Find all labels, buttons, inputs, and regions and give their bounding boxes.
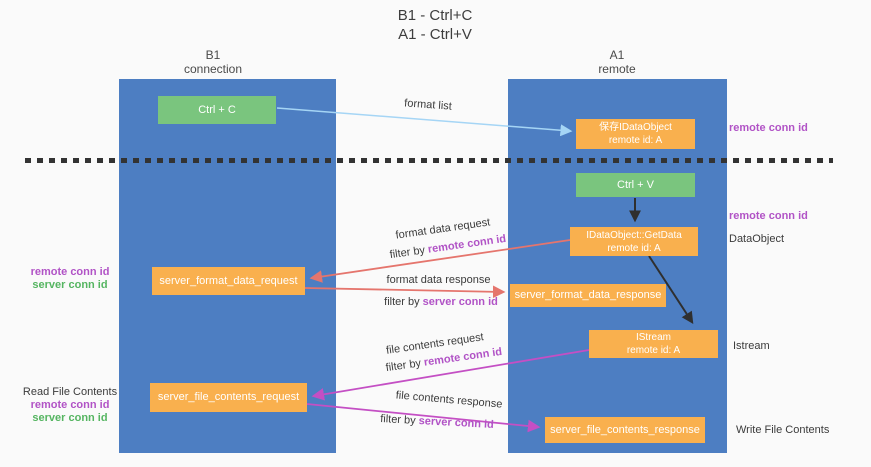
- server-conn-id-left-bottom: server conn id: [32, 412, 108, 424]
- left-mid-label-group: remote conn id server conn id: [14, 266, 126, 292]
- filter-by-server-conn-id-label-1: filter by server conn id: [377, 296, 505, 309]
- istream-line2: remote id: A: [626, 345, 681, 356]
- getdata-line1: IDataObject::GetData: [586, 229, 682, 241]
- server-format-data-request-node: server_format_data_request: [152, 267, 305, 295]
- filter-prefix-2: filter by: [384, 296, 423, 308]
- idataobject-getdata-node: IDataObject::GetData remote id: A: [570, 227, 698, 256]
- istream-node: IStream remote id: A: [589, 330, 718, 358]
- write-file-contents-label: Write File Contents: [736, 424, 830, 436]
- filter-highlight-2: server conn id: [422, 296, 498, 308]
- save-idataobject-line1: 保存IDataObject: [599, 122, 672, 133]
- remote-conn-id-label-top: remote conn id: [729, 122, 808, 134]
- filter-by-server-conn-id-label-2: filter by server conn id: [373, 413, 502, 433]
- remote-conn-id-left-bottom: remote conn id: [30, 399, 110, 411]
- filter-prefix-4: filter by: [379, 413, 420, 428]
- file-contents-response-label: file contents response: [395, 389, 503, 411]
- server-file-contents-response-label: server_file_contents_response: [550, 423, 700, 436]
- title-line-1: B1 - Ctrl+C: [397, 7, 473, 24]
- server-format-data-request-label: server_format_data_request: [159, 274, 298, 287]
- server-format-data-response-node: server_format_data_response: [510, 284, 666, 307]
- left-column-name: B1: [205, 48, 221, 62]
- right-column-name: A1: [609, 48, 625, 62]
- diagram-title: B1 - Ctrl+C A1 - Ctrl+V: [335, 6, 535, 44]
- filter-highlight-4: server conn id: [418, 415, 495, 431]
- ctrl-c-label: Ctrl + C: [198, 103, 236, 116]
- server-conn-id-left-mid: server conn id: [32, 279, 108, 291]
- save-idataobject-node: 保存IDataObject remote id: A: [576, 119, 695, 149]
- ctrl-c-node: Ctrl + C: [158, 96, 276, 124]
- left-bottom-label-group: Read File Contents remote conn id server…: [14, 386, 126, 425]
- filter-prefix-1: filter by: [388, 243, 429, 262]
- remote-conn-id-label-mid: remote conn id: [729, 210, 808, 222]
- right-column-role: remote: [598, 62, 636, 76]
- filter-prefix-3: filter by: [384, 356, 425, 375]
- left-column-header: B1 connection: [153, 48, 273, 76]
- istream-line1: IStream: [635, 332, 671, 343]
- format-list-label: format list: [403, 97, 453, 113]
- right-column-header: A1 remote: [557, 48, 677, 76]
- ctrl-v-label: Ctrl + V: [617, 178, 654, 191]
- save-idataobject-line2: remote id: A: [608, 135, 663, 146]
- getdata-line2: remote id: A: [607, 242, 661, 254]
- server-file-contents-response-node: server_file_contents_response: [545, 417, 705, 443]
- read-file-contents-label: Read File Contents: [22, 386, 118, 398]
- ctrl-v-node: Ctrl + V: [576, 173, 695, 197]
- server-format-data-response-label: server_format_data_response: [514, 289, 662, 301]
- dataobject-label: DataObject: [729, 233, 785, 245]
- istream-side-label: Istream: [733, 340, 770, 352]
- format-data-response-label: format data response: [386, 274, 491, 286]
- title-line-2: A1 - Ctrl+V: [398, 26, 472, 43]
- server-file-contents-request-label: server_file_contents_request: [157, 391, 300, 403]
- remote-conn-id-left-mid: remote conn id: [30, 266, 110, 278]
- server-file-contents-request-node: server_file_contents_request: [150, 383, 307, 412]
- left-column-role: connection: [183, 62, 243, 76]
- phase-separator-dashed-line: [25, 158, 833, 163]
